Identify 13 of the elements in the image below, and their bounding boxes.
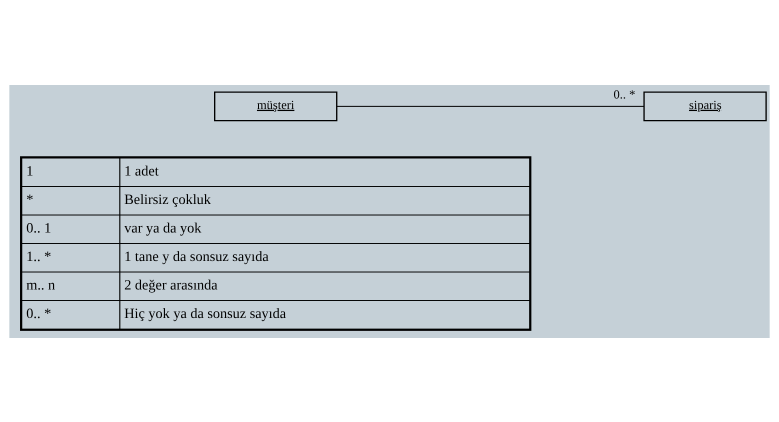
label: Belirsiz çokluk [124,192,211,208]
label: m.. n [26,277,56,294]
label: 1 adet [124,163,159,180]
label: * [26,192,34,208]
label: 0.. 1 [26,220,52,236]
label: Hiç yok ya da sonsuz sayıda [124,306,286,322]
label: 1 [26,163,34,180]
label: 1.. * [26,248,52,265]
label: 1 tane y da sonsuz sayıda [124,248,269,265]
label: 0.. * [26,306,52,322]
label: 2 değer arasında [124,277,218,294]
edge-label: 0.. * [614,87,636,102]
label: var ya da yok [124,220,202,236]
